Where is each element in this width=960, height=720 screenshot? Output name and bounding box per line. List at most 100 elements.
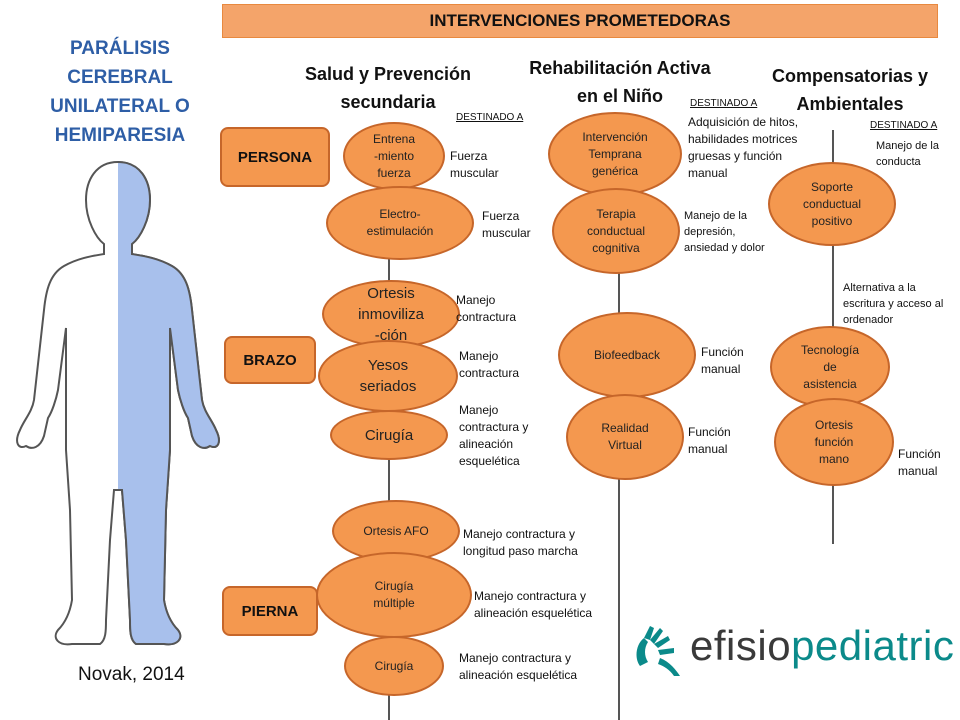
note-text: conducta [876, 156, 921, 168]
column-title-line: Ambientales [796, 94, 904, 114]
node-text: Yesos [367, 357, 409, 374]
child-figure-icon [16, 160, 220, 646]
note-cirugia-multiple: Manejo contractura y alineación esqueléti… [474, 588, 592, 622]
column-header-rehab: Rehabilitación Activa en el Niño [505, 54, 735, 110]
node-ortesis-afo: Ortesis AFO [332, 500, 460, 562]
node-text: Ortesis [367, 284, 415, 302]
note-entrenamiento: Fuerza muscular [450, 148, 499, 182]
logo-text-part: efisio [690, 622, 792, 669]
node-text: Ortesis [814, 417, 853, 432]
node-text: genérica [591, 163, 639, 178]
node-text: Electro- [379, 207, 421, 221]
note-text: Alternativa a la [843, 282, 916, 294]
node-text: positivo [811, 213, 853, 228]
node-text: Temprana [588, 146, 642, 161]
node-cirugia-brazo: Cirugía [330, 410, 448, 460]
note-text: Manejo [456, 293, 496, 307]
note-text: manual [688, 166, 728, 180]
condition-title: PARÁLISIS CEREBRAL UNILATERAL O HEMIPARE… [30, 34, 210, 150]
column-title-line: en el Niño [576, 86, 663, 106]
destinado-label: DESTINADO A [690, 98, 758, 109]
note-text: muscular [450, 166, 499, 180]
note-intervencion: Adquisición de hitos,habilidades motrice… [688, 114, 798, 182]
condition-line: UNILATERAL O [50, 96, 190, 117]
node-ortesis-inmovilizacion: Ortesis inmoviliza -ción [322, 280, 460, 348]
logo-text-part: pediatric [791, 622, 955, 669]
note-text: Fuerza [482, 209, 520, 223]
note-afo: Manejo contractura y longitud paso marcha [463, 526, 578, 560]
node-text: seriados [359, 378, 417, 395]
note-text: Manejo de la [876, 140, 939, 152]
column-title-line: secundaria [340, 92, 436, 112]
node-text: inmoviliza [358, 305, 424, 323]
node-text: Soporte [810, 179, 853, 194]
note-text: ordenador [843, 314, 894, 326]
column-title-line: Compensatorias y [771, 66, 929, 86]
condition-line: CEREBRAL [67, 67, 173, 88]
note-text: contractura [459, 366, 520, 380]
note-text: Fuerza [450, 149, 488, 163]
node-text: función [814, 434, 854, 449]
note-biofeedback: Función manual [701, 344, 744, 378]
node-electroestimulacion: Electro-estimulación [326, 186, 474, 260]
row-label-brazo: BRAZO [224, 336, 316, 384]
node-biofeedback: Biofeedback [558, 312, 696, 398]
column-header-comp: Compensatorias y Ambientales [752, 62, 948, 118]
node-cirugia-multiple: Cirugía múltiple [316, 552, 472, 638]
node-yesos-seriados: Yesos seriados [318, 340, 458, 412]
note-realidad: Función manual [688, 424, 731, 458]
note-text: contractura [456, 310, 517, 324]
node-text: Tecnología [800, 342, 860, 357]
node-text: Cirugía [374, 658, 414, 673]
note-text: manual [701, 362, 741, 376]
node-text: conductual [586, 223, 646, 238]
note-text: Manejo contractura y [474, 589, 587, 603]
note-text: Función [688, 425, 731, 439]
note-text: ansiedad y dolor [684, 242, 765, 254]
node-tecnologia-asistencia: Tecnología de asistencia [770, 326, 890, 408]
note-text: Manejo [459, 403, 499, 417]
note-text: Función [701, 345, 744, 359]
node-text: Realidad [601, 421, 649, 435]
note-text: Manejo contractura y [463, 527, 576, 541]
note-text: longitud paso marcha [463, 544, 578, 558]
source-credit: Novak, 2014 [78, 664, 185, 685]
note-text: manual [898, 464, 938, 478]
node-text: Biofeedback [593, 347, 661, 362]
note-text: alineación esquelética [474, 606, 593, 620]
note-text: depresión, [684, 226, 736, 238]
note-text: gruesas y función [688, 149, 783, 163]
note-text: Adquisición de hitos, [688, 115, 799, 129]
node-cirugia-pierna: Cirugía [344, 636, 444, 696]
node-text: -ción [374, 326, 408, 344]
node-text: estimulación [366, 224, 434, 238]
node-text: asistencia [803, 376, 857, 391]
node-text: mano [818, 451, 849, 466]
note-text: alineación [459, 437, 514, 451]
node-text: múltiple [373, 596, 415, 610]
note-text: Función [898, 447, 941, 461]
note-text: manual [688, 442, 728, 456]
note-ortesis: Manejo contractura [456, 292, 516, 326]
node-text: Cirugía [374, 579, 414, 593]
node-text: -miento [373, 148, 414, 163]
note-text: escritura y acceso al [843, 298, 944, 310]
node-text: fuerza [377, 165, 411, 180]
condition-line: HEMIPARESIA [54, 125, 186, 146]
node-ortesis-funcion-mano: Ortesis función mano [774, 398, 894, 486]
destinado-label: DESTINADO A [870, 120, 938, 131]
note-text: Manejo contractura y [459, 651, 572, 665]
note-soporte: Manejo de la conducta [876, 138, 939, 170]
note-tecnologia: Alternativa a la escritura y acceso al ord… [843, 280, 943, 328]
row-label-pierna: PIERNA [222, 586, 318, 636]
node-text: de [823, 359, 837, 374]
